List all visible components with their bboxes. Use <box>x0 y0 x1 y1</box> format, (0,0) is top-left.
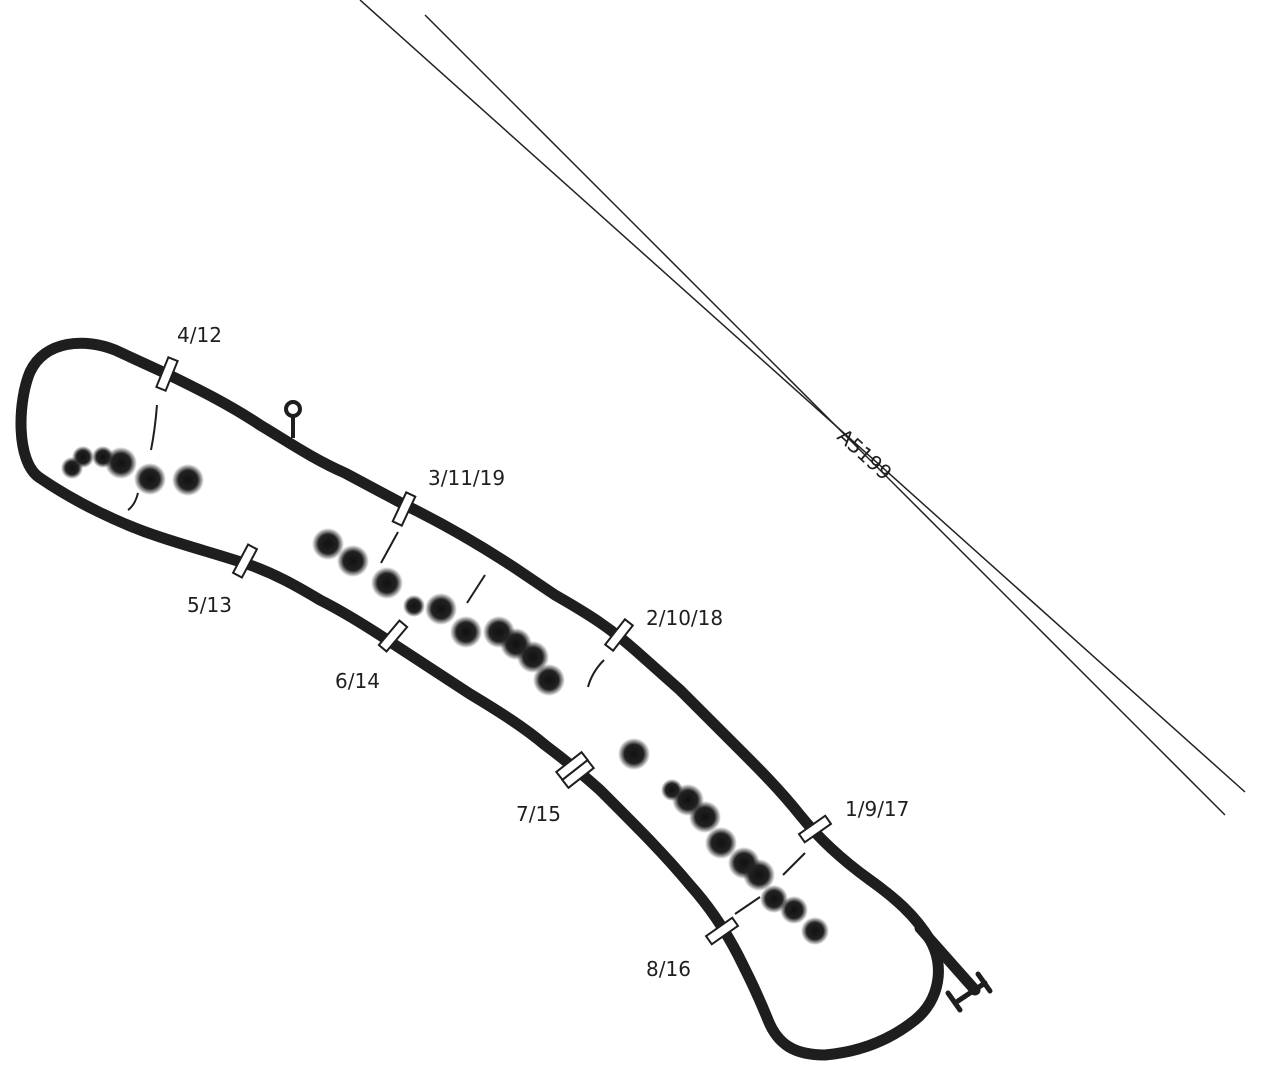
gate-line <box>127 492 139 511</box>
tyre-barrier <box>371 567 403 599</box>
tyre-barrier <box>312 528 344 560</box>
marshal-post-4-12 <box>155 355 179 393</box>
tyre-barrier <box>105 447 137 479</box>
pit-spur <box>914 922 981 996</box>
gate-line <box>150 404 158 451</box>
tyre-barrier <box>533 664 565 696</box>
gate-line <box>587 659 605 688</box>
marshal-post-2-10-18 <box>603 617 635 653</box>
road-edge-lower <box>424 14 1226 816</box>
pin-icon <box>284 400 302 438</box>
tyre-barrier <box>134 463 166 495</box>
tyre-barrier <box>337 545 369 577</box>
tyre-barrier <box>689 801 721 833</box>
road-label: A5199 <box>833 424 897 485</box>
gate-line <box>782 852 806 876</box>
post-label-2-10-18: 2/10/18 <box>646 606 723 630</box>
post-label-6-14: 6/14 <box>335 669 380 693</box>
tyre-barrier <box>425 593 457 625</box>
finish-line-icon <box>945 971 993 1013</box>
tyre-barrier <box>72 446 94 468</box>
tyre-barrier <box>517 641 549 673</box>
post-label-5-13: 5/13 <box>187 593 232 617</box>
tyre-barrier <box>780 896 808 924</box>
tyre-barriers <box>61 446 829 945</box>
tyre-barrier <box>450 616 482 648</box>
track-outline <box>15 337 944 1061</box>
road-edge-upper <box>359 0 1246 793</box>
gate-line <box>466 574 486 604</box>
marshal-post-8-16 <box>704 916 740 946</box>
tyre-barrier <box>403 595 425 617</box>
tyre-barrier <box>705 827 737 859</box>
post-label-7-15: 7/15 <box>516 802 561 826</box>
gate-line <box>734 896 761 915</box>
post-label-1-9-17: 1/9/17 <box>845 797 909 821</box>
marshal-post-6-14 <box>377 619 409 653</box>
gate-line <box>380 531 399 564</box>
post-label-8-16: 8/16 <box>646 957 691 981</box>
tyre-barrier <box>172 464 204 496</box>
marshal-post-3-11-19 <box>391 491 417 527</box>
tyre-barrier <box>618 738 650 770</box>
tyre-barrier <box>801 917 829 945</box>
marshal-post-1-9-17 <box>797 814 833 844</box>
marshal-post-7-15 <box>554 750 596 790</box>
post-label-4-12: 4/12 <box>177 323 222 347</box>
tyre-barrier <box>743 859 775 891</box>
marshal-post-5-13 <box>231 543 259 579</box>
post-label-3-11-19: 3/11/19 <box>428 466 505 490</box>
